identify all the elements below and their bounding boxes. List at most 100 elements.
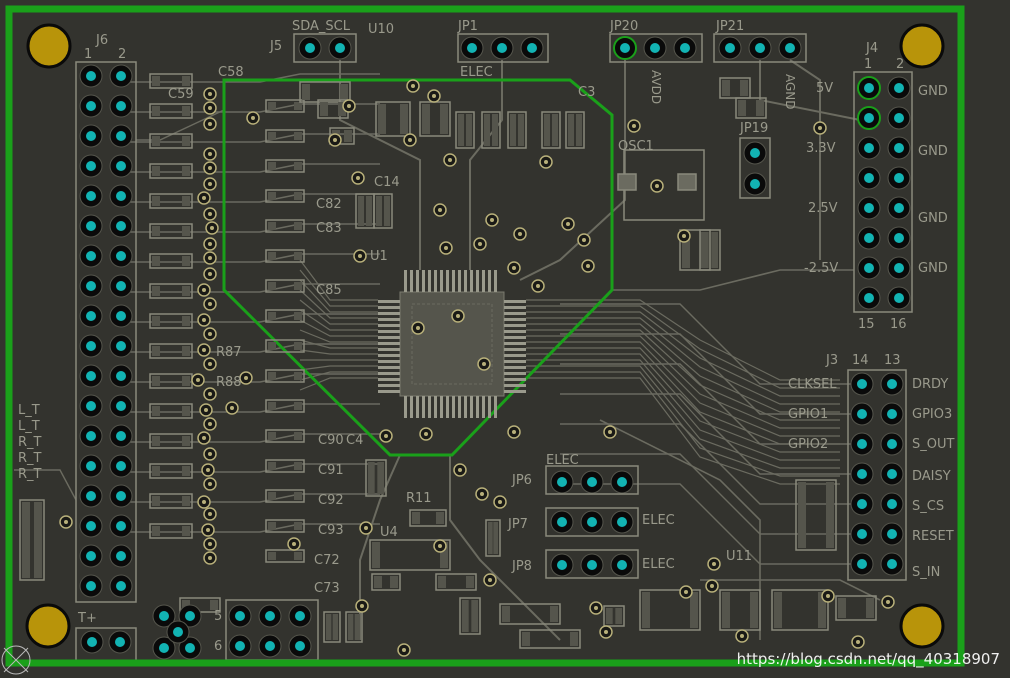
smd-component bbox=[481, 111, 501, 149]
label-u10: U10 bbox=[368, 22, 394, 37]
via bbox=[821, 589, 835, 603]
label-pin5: 5 bbox=[214, 609, 222, 624]
via bbox=[477, 357, 491, 371]
label-j4-pin1: 1 bbox=[864, 57, 872, 72]
through-hole-pad bbox=[887, 166, 911, 190]
through-hole-pad bbox=[79, 454, 103, 478]
left-net-label-1: L_T bbox=[18, 403, 40, 418]
trace bbox=[299, 377, 378, 391]
header-outlines bbox=[75, 33, 913, 665]
trace-layer bbox=[14, 59, 881, 641]
trace bbox=[560, 393, 862, 475]
smd-component bbox=[149, 403, 193, 419]
through-hole-pad bbox=[79, 424, 103, 448]
label-s-in: S_IN bbox=[912, 565, 940, 580]
via bbox=[355, 599, 369, 613]
via bbox=[199, 403, 213, 417]
via bbox=[851, 635, 865, 649]
smd-component bbox=[719, 77, 751, 99]
through-hole-pad bbox=[79, 214, 103, 238]
via bbox=[203, 357, 217, 371]
label-c59: C59 bbox=[168, 87, 194, 102]
through-hole-pad bbox=[79, 154, 103, 178]
through-hole-pad bbox=[673, 36, 697, 60]
keepout-outline bbox=[222, 78, 614, 457]
smd-component bbox=[459, 597, 481, 635]
label-gnd-3: GND bbox=[918, 211, 948, 226]
through-hole-pad bbox=[152, 604, 176, 628]
label-jp21: JP21 bbox=[715, 19, 744, 34]
through-hole-pad bbox=[857, 166, 881, 190]
through-hole-pad bbox=[288, 634, 312, 658]
ic-u1-pins bbox=[378, 270, 526, 418]
smd-component bbox=[149, 193, 193, 209]
through-hole-pad bbox=[152, 636, 176, 660]
through-hole-pad bbox=[850, 432, 874, 456]
trace bbox=[121, 343, 380, 353]
label-j3-pin13: 13 bbox=[884, 353, 901, 368]
via bbox=[203, 507, 217, 521]
via bbox=[203, 297, 217, 311]
trace bbox=[526, 335, 840, 429]
via bbox=[397, 643, 411, 657]
ic-u1[interactable] bbox=[399, 291, 505, 397]
label-j6-pin1: 1 bbox=[84, 47, 92, 62]
via bbox=[203, 537, 217, 551]
through-hole-pad bbox=[850, 552, 874, 576]
smd-component bbox=[149, 433, 193, 449]
through-hole-pad bbox=[109, 184, 133, 208]
through-hole-pad bbox=[79, 184, 103, 208]
mount-hole-bl bbox=[25, 603, 71, 649]
label-gnd-2: GND bbox=[918, 144, 948, 159]
via bbox=[705, 579, 719, 593]
smd-component bbox=[371, 573, 401, 591]
silkscreen-text: SDA_SCL U10 JP1 JP20 JP21 J5 J6 1 2 J4 1… bbox=[18, 19, 954, 654]
label-jp7: JP7 bbox=[507, 517, 528, 532]
through-hole-pad bbox=[79, 394, 103, 418]
smd-component bbox=[149, 343, 193, 359]
left-net-label-4: R_T bbox=[18, 451, 42, 466]
via bbox=[379, 429, 393, 443]
via bbox=[342, 99, 356, 113]
through-hole-pad bbox=[613, 36, 637, 60]
label-agnd: AGND bbox=[783, 74, 797, 110]
through-hole-pad bbox=[880, 402, 904, 426]
left-net-label-5: R_T bbox=[18, 467, 42, 482]
label-gnd-4: GND bbox=[918, 261, 948, 276]
through-hole-pad bbox=[79, 484, 103, 508]
through-hole-pad bbox=[460, 36, 484, 60]
trace bbox=[121, 253, 380, 263]
smd-component bbox=[149, 253, 193, 269]
label-c83: C83 bbox=[316, 221, 342, 236]
through-hole-pad bbox=[550, 553, 574, 577]
via bbox=[679, 585, 693, 599]
through-hole-pad bbox=[550, 470, 574, 494]
oscillator-osc1[interactable] bbox=[617, 149, 705, 221]
via bbox=[406, 79, 420, 93]
via bbox=[707, 557, 721, 571]
label-j5: J5 bbox=[269, 39, 282, 54]
through-hole-pad bbox=[109, 274, 133, 298]
smd-component bbox=[149, 493, 193, 509]
through-hole-pad bbox=[79, 64, 103, 88]
trace bbox=[526, 341, 840, 437]
through-hole-pad bbox=[520, 36, 544, 60]
through-hole-pad bbox=[880, 372, 904, 396]
smd-component bbox=[365, 459, 387, 497]
via bbox=[483, 573, 497, 587]
smd-component bbox=[735, 97, 767, 119]
label-c90: C90 bbox=[318, 433, 344, 448]
smd-component bbox=[265, 159, 305, 173]
trace bbox=[612, 269, 854, 291]
through-hole-pad bbox=[79, 364, 103, 388]
trace bbox=[121, 463, 380, 473]
smd-component bbox=[375, 101, 411, 137]
left-net-label-2: L_T bbox=[18, 419, 40, 434]
via bbox=[203, 87, 217, 101]
via bbox=[203, 147, 217, 161]
through-hole-pad bbox=[857, 226, 881, 250]
smd-component bbox=[345, 611, 363, 643]
smd-component bbox=[265, 459, 305, 473]
through-hole-pad bbox=[887, 286, 911, 310]
through-hole-pad bbox=[258, 604, 282, 628]
